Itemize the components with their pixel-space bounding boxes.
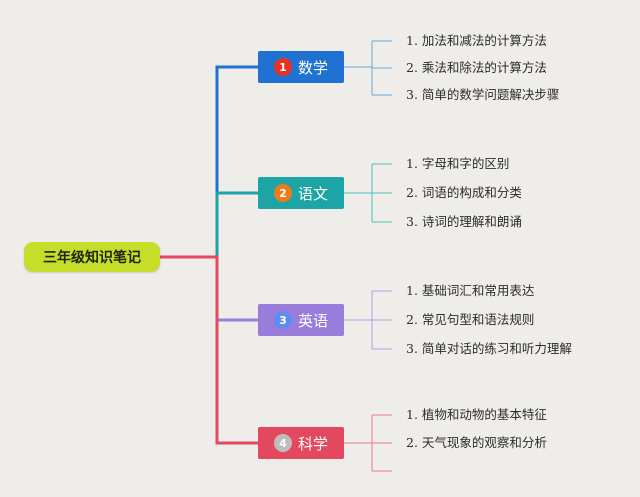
leaf-item[interactable]: 1. 植物和动物的基本特征 [406, 407, 547, 422]
leaf-item[interactable]: 2. 天气现象的观察和分析 [406, 435, 547, 450]
connector-english-leaves [344, 290, 392, 350]
branch-english[interactable]: 3 英语 [258, 304, 344, 336]
connector-science-leaves [344, 414, 392, 472]
number-badge: 4 [273, 434, 292, 452]
leaf-item[interactable]: 2. 常见句型和语法规则 [406, 312, 535, 327]
branch-chinese[interactable]: 2 语文 [258, 177, 344, 209]
leaf-item[interactable]: 3. 诗词的理解和朗诵 [406, 214, 522, 229]
branch-science[interactable]: 4 科学 [258, 427, 344, 459]
connector-root-math [160, 65, 258, 259]
branch-label: 科学 [297, 434, 328, 453]
leaf-item[interactable]: 3. 简单对话的练习和听力理解 [406, 341, 572, 356]
leaf-item[interactable]: 1. 字母和字的区别 [406, 156, 510, 171]
branch-label: 语文 [297, 184, 328, 203]
leaf-item[interactable]: 2. 词语的构成和分类 [406, 185, 522, 200]
branch-label: 数学 [297, 58, 328, 77]
leaf-item[interactable]: 2. 乘法和除法的计算方法 [406, 60, 547, 75]
number-badge: 2 [273, 184, 292, 202]
root-topic[interactable]: 三年级知识笔记 [24, 242, 160, 272]
leaf-item[interactable]: 1. 基础词汇和常用表达 [406, 283, 535, 298]
connector-root-science [160, 255, 258, 445]
leaf-item[interactable]: 1. 加法和减法的计算方法 [406, 33, 547, 48]
connector-root-english [160, 255, 258, 322]
connector-root-chinese [160, 191, 258, 259]
connector-math-leaves [344, 40, 392, 96]
leaf-item[interactable]: 3. 简单的数学问题解决步骤 [406, 87, 560, 102]
number-badge: 1 [273, 58, 292, 76]
number-badge: 3 [273, 311, 292, 329]
branch-math[interactable]: 1 数学 [258, 51, 344, 83]
connector-chinese-leaves [344, 163, 392, 223]
branch-label: 英语 [297, 311, 328, 330]
